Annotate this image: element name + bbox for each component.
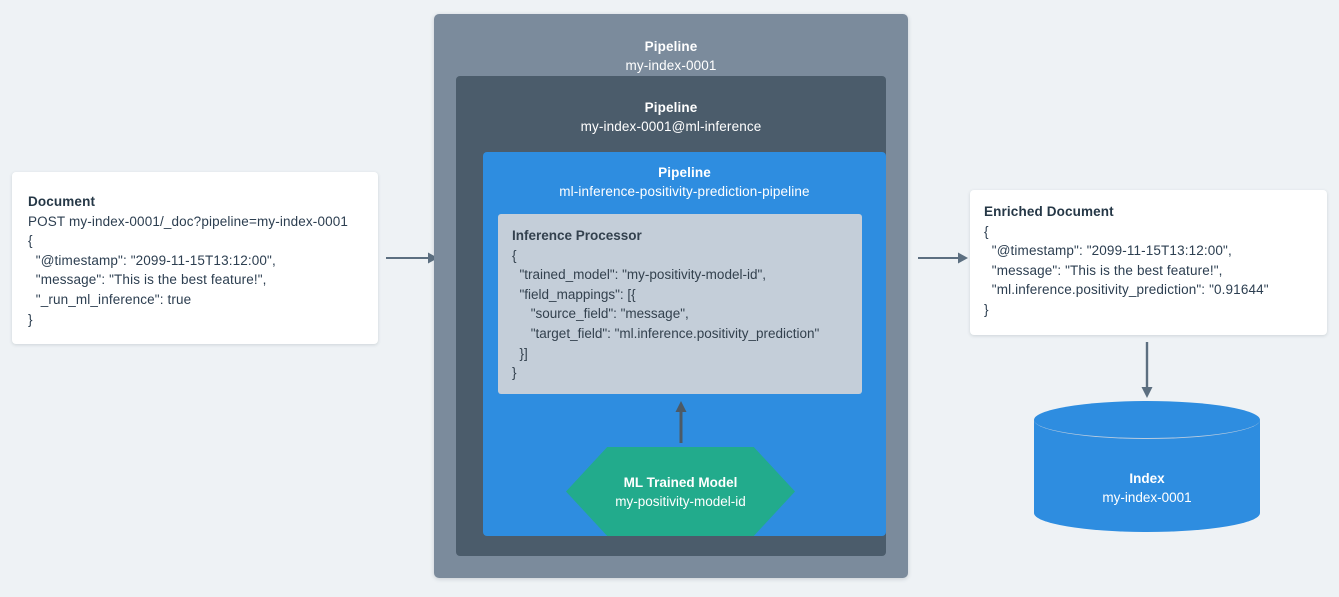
ml-trained-model-node: ML Trained Model my-positivity-model-id: [566, 447, 795, 536]
pipeline-inner-name: ml-inference-positivity-prediction-pipel…: [559, 184, 810, 199]
pipeline-inner-positivity-prediction: Pipeline ml-inference-positivity-predict…: [483, 152, 886, 536]
enriched-document-body: { "@timestamp": "2099-11-15T13:12:00", "…: [984, 223, 1269, 317]
arrow-enriched-document-to-index: [1139, 342, 1155, 398]
pipeline-middle-ml-inference: Pipeline my-index-0001@ml-inference Pipe…: [456, 76, 886, 556]
index-title: Index: [1129, 471, 1165, 486]
index-name: my-index-0001: [1102, 490, 1192, 505]
document-card-title: Document: [28, 194, 96, 209]
pipeline-middle-label: Pipeline: [644, 100, 698, 115]
pipeline-outer-my-index-0001: Pipeline my-index-0001 Pipeline my-index…: [434, 14, 908, 578]
document-card-body: POST my-index-0001/_doc?pipeline=my-inde…: [28, 213, 349, 327]
arrow-model-to-processor: [673, 401, 689, 443]
pipeline-outer-label: Pipeline: [644, 39, 698, 54]
pipeline-outer-name: my-index-0001: [625, 58, 717, 73]
pipeline-middle-name: my-index-0001@ml-inference: [580, 119, 762, 134]
pipeline-middle-header: Pipeline my-index-0001@ml-inference: [456, 99, 886, 137]
arrow-document-to-pipeline: [386, 250, 438, 266]
inference-processor-body: { "trained_model": "my-positivity-model-…: [512, 247, 820, 381]
arrow-pipeline-to-enriched-document: [918, 250, 968, 266]
index-cylinder: Index my-index-0001: [1034, 401, 1260, 532]
index-label-group: Index my-index-0001: [1034, 469, 1260, 507]
pipeline-outer-header: Pipeline my-index-0001: [434, 38, 908, 76]
enriched-document-title: Enriched Document: [984, 204, 1114, 219]
pipeline-inner-header: Pipeline ml-inference-positivity-predict…: [483, 164, 886, 202]
document-card: Document POST my-index-0001/_doc?pipelin…: [12, 172, 378, 344]
hexagon-shape: [566, 447, 795, 536]
pipeline-inner-label: Pipeline: [658, 165, 711, 180]
cylinder-top-ellipse: [1034, 401, 1260, 439]
enriched-document-card: Enriched Document { "@timestamp": "2099-…: [970, 190, 1327, 335]
inference-processor-title: Inference Processor: [512, 228, 642, 243]
inference-processor-card: Inference Processor { "trained_model": "…: [498, 214, 862, 394]
